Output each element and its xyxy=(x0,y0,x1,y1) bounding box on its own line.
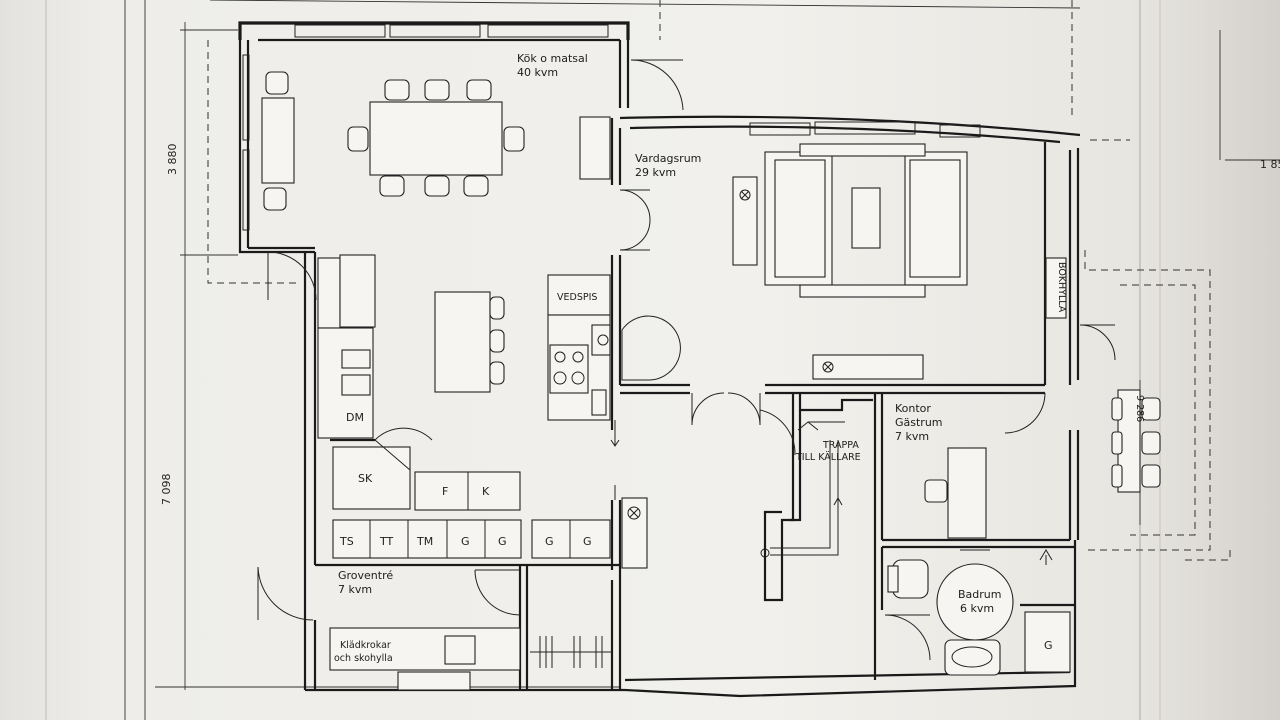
closet-g3: G xyxy=(545,535,554,548)
office-furniture xyxy=(924,447,987,539)
living-furniture: BOKHYLLA xyxy=(732,143,1067,380)
fridge-label: K xyxy=(482,485,490,498)
hooks-label-2: och skohylla xyxy=(334,653,393,664)
outdoor-table xyxy=(1111,389,1161,493)
hooks-label-1: Klädkrokar xyxy=(340,640,391,651)
bath-cabinet-label: G xyxy=(1044,639,1053,652)
living-name: Vardagsrum xyxy=(635,152,701,165)
freezer-label: F xyxy=(442,485,448,498)
dishwasher-label: DM xyxy=(346,411,364,424)
windows-top xyxy=(242,24,981,231)
stairs-label-1: TRAPPA xyxy=(822,440,859,451)
dining-table xyxy=(347,79,525,197)
bath-name: Badrum xyxy=(958,588,1001,601)
room-labels: Kök o matsal 40 kvm Vardagsrum 29 kvm Ko… xyxy=(338,52,1001,615)
dim-right-top: 1 85 xyxy=(1260,158,1280,171)
closet-g1: G xyxy=(461,535,470,548)
entry-area: 7 kvm xyxy=(338,583,372,596)
dim-right-side: 9 286 xyxy=(1134,395,1145,422)
closet-g2: G xyxy=(498,535,507,548)
eave-outline xyxy=(207,0,1231,561)
stove-label: VEDSPIS xyxy=(557,292,597,303)
closet-tt: TT xyxy=(379,535,394,548)
coat-rack xyxy=(530,636,612,668)
kitchen-area: 40 kvm xyxy=(517,66,558,79)
entry-name: Groventré xyxy=(338,569,393,582)
closet-g4: G xyxy=(583,535,592,548)
closet-tm: TM xyxy=(416,535,433,548)
kitchen-name: Kök o matsal xyxy=(517,52,588,65)
guide-lines xyxy=(124,0,1280,720)
sideboard xyxy=(579,116,611,180)
closet-ts: TS xyxy=(339,535,354,548)
dimension-labels: 3 880 7 098 1 85 9 286 xyxy=(160,144,1280,506)
stove-area: VEDSPIS xyxy=(547,274,681,421)
interior-walls xyxy=(315,383,1075,690)
doors xyxy=(257,59,1116,661)
office-area: 7 kvm xyxy=(895,430,929,443)
window-bench xyxy=(261,71,295,211)
utility-cabinets: SK F K xyxy=(332,427,521,511)
living-area: 29 kvm xyxy=(635,166,676,179)
stairs-label-2: TILL KÄLLARE xyxy=(795,452,861,463)
cabinet-sk-label: SK xyxy=(358,472,373,485)
entry-furniture: Klädkrokar och skohylla xyxy=(329,627,612,691)
bath-area: 6 kvm xyxy=(960,602,994,615)
kitchen-island xyxy=(434,291,505,393)
kitchen-counter: DM xyxy=(317,254,376,439)
section-marks xyxy=(610,420,620,500)
office-name: Kontor xyxy=(895,402,931,415)
bookshelf-label: BOKHYLLA xyxy=(1056,262,1067,313)
office-name-2: Gästrum xyxy=(895,416,943,429)
stairs: TRAPPA TILL KÄLLARE xyxy=(760,421,861,558)
bathroom-fixtures: G xyxy=(887,549,1071,676)
closet-row: TS TT TM G G G G xyxy=(332,497,648,569)
dim-left-upper: 3 880 xyxy=(166,144,179,176)
dim-left-lower: 7 098 xyxy=(160,474,173,506)
